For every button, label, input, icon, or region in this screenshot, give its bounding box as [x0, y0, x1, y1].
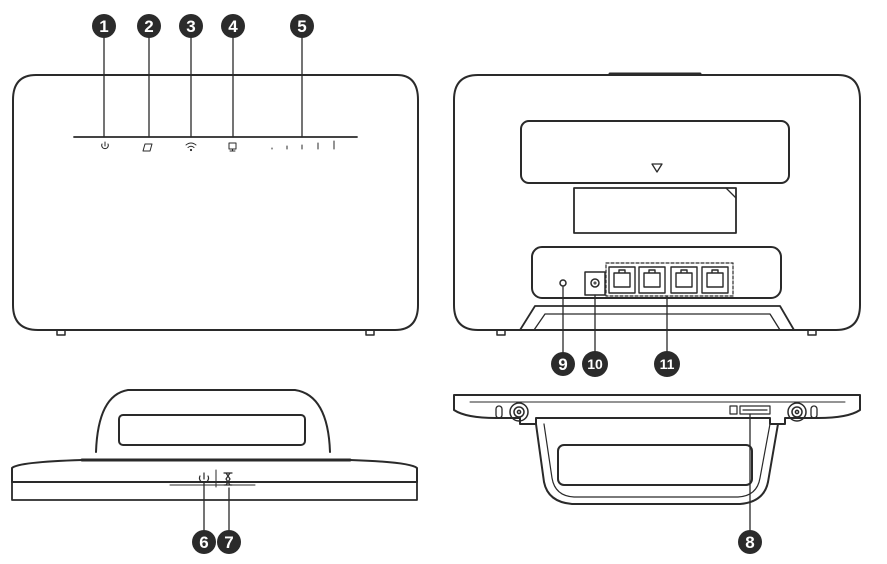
back-arrow-icon [651, 163, 663, 173]
back-foot-right [807, 329, 817, 336]
callout-8: 8 [738, 530, 762, 554]
back-stand [519, 305, 795, 331]
callout-9: 9 [551, 352, 575, 376]
top-stand-outline [95, 389, 331, 453]
callout-3: 3 [179, 14, 203, 38]
svg-text:1: 1 [99, 17, 108, 36]
back-port-panel [531, 246, 782, 299]
svg-text:3: 3 [186, 17, 195, 36]
mount-hole-left [495, 405, 503, 419]
wifi-led-icon [185, 142, 197, 152]
callout-7: 7 [217, 530, 241, 554]
back-stand-inner [533, 313, 781, 331]
bottom-view-top-outline [453, 394, 861, 425]
front-foot-right [365, 329, 375, 336]
back-label-notch [725, 187, 737, 199]
mount-hole-right [810, 405, 818, 419]
router-top-view [11, 389, 418, 531]
router-front-view [12, 37, 419, 336]
svg-text:8: 8 [745, 533, 754, 552]
svg-text:4: 4 [228, 17, 238, 36]
network-led-icon [142, 143, 153, 152]
back-body-outline [453, 74, 861, 331]
callout-2: 2 [137, 14, 161, 38]
top-view-upper-surface [11, 459, 418, 483]
antenna-connector-left [509, 402, 529, 422]
back-upper-panel [520, 120, 790, 184]
lan-port-3 [670, 266, 698, 294]
lan-port-1 [608, 266, 636, 294]
top-stand-slot [118, 414, 306, 446]
power-jack [584, 271, 606, 296]
router-back-view [453, 72, 861, 353]
signal-strength-icon [271, 140, 335, 150]
front-body-outline [12, 74, 419, 331]
callout-4: 4 [221, 14, 245, 38]
wps-button-icon [223, 472, 233, 486]
sim-card-slot [729, 405, 771, 415]
lan-ports-group-outline [605, 262, 734, 297]
svg-text:10: 10 [587, 356, 603, 372]
svg-text:7: 7 [224, 533, 233, 552]
svg-text:6: 6 [199, 533, 208, 552]
callout-11: 11 [654, 351, 680, 377]
svg-text:5: 5 [297, 17, 306, 36]
bottom-stand-slot [557, 444, 753, 486]
reset-hole [559, 279, 567, 287]
callout-6: 6 [192, 530, 216, 554]
bottom-stand-inner [543, 423, 771, 498]
top-view-base [11, 481, 418, 501]
callout-10: 10 [582, 351, 608, 377]
antenna-connector-right [787, 402, 807, 422]
lan-led-icon [228, 142, 237, 152]
front-foot-left [56, 329, 66, 336]
callout-1: 1 [92, 14, 116, 38]
back-foot-left [496, 329, 506, 336]
svg-text:9: 9 [558, 355, 567, 374]
lan-port-2 [638, 266, 666, 294]
callout-5: 5 [290, 14, 314, 38]
bottom-stand-outline [535, 423, 779, 505]
router-bottom-view [453, 394, 861, 531]
back-label-area [573, 187, 737, 234]
svg-text:2: 2 [144, 17, 153, 36]
lan-port-4 [701, 266, 729, 294]
svg-text:11: 11 [660, 356, 675, 372]
callouts: 1 2 3 4 5 6 7 8 [92, 14, 762, 554]
power-led-icon [101, 141, 109, 150]
